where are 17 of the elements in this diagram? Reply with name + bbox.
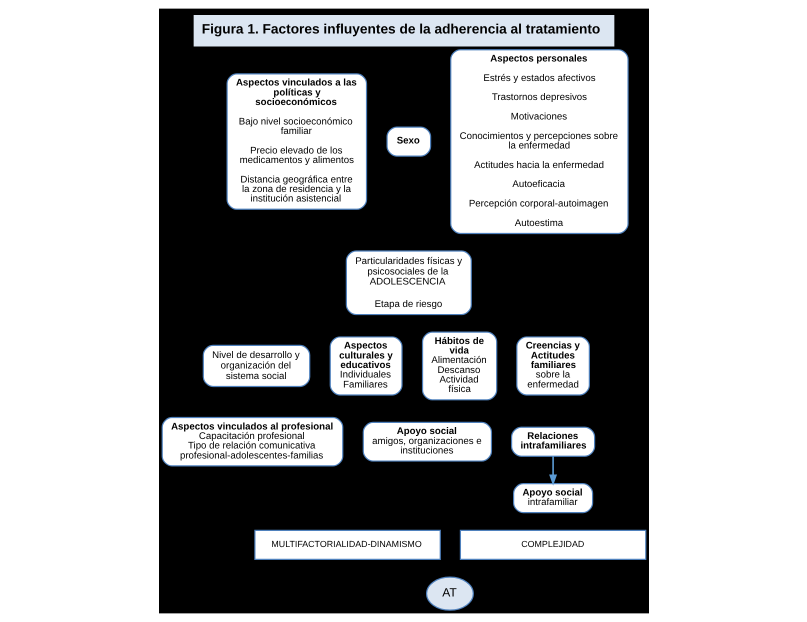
- node-box: MULTIFACTORIALIDAD-DINAMISMO: [254, 530, 440, 560]
- node-box: Apoyo social intrafamiliar: [512, 483, 593, 514]
- node-box: Aspectos culturales y educativos Individuales Familiares: [329, 336, 402, 396]
- node-box: Aspectos vinculados a las políticas y socioeconómicos Bajo nivel socioeconómico familiar Precio elevado de los medicamentos y alimentos Distancia geográfica entre la zona de residencia y la institución asistencial: [226, 73, 367, 210]
- node-box: Hábitos de vida Alimentación Descanso Actividad física: [421, 332, 497, 400]
- node-box: Aspectos personales Estrés y estados afectivos Trastornos depresivos Motivaciones Conocimientos y percepciones sobre la enfermedad Actitudes hacia la enfermedad Autoeficacia Percepción corporal-autoimagen Autoestima: [450, 49, 628, 234]
- arrow: [548, 456, 557, 486]
- node-box: Aspectos vinculados al profesional Capacitación profesional Tipo de relación comunicativa profesional-adolescentes-familias: [161, 416, 343, 466]
- node-box: Creencias y Actitudes familiares sobre la enfermedad: [516, 336, 590, 396]
- node-box: COMPLEJIDAD: [459, 530, 646, 560]
- node-box: Apoyo social amigos, organizaciones e instituciones: [362, 422, 492, 462]
- node-box: Particularidades físicas y psicosociales de la ADOLESCENCIA Etapa de riesgo: [345, 250, 472, 316]
- node-box: Nivel de desarrollo y organización del sistema social: [202, 344, 310, 388]
- node-box: Relaciones intrafamiliares: [510, 426, 595, 457]
- node-box: Sexo: [386, 126, 431, 157]
- node-ellipse: AT: [425, 576, 474, 611]
- diagram-title: Figura 1. Factores influyentes de la adherencia al tratamiento: [201, 22, 600, 37]
